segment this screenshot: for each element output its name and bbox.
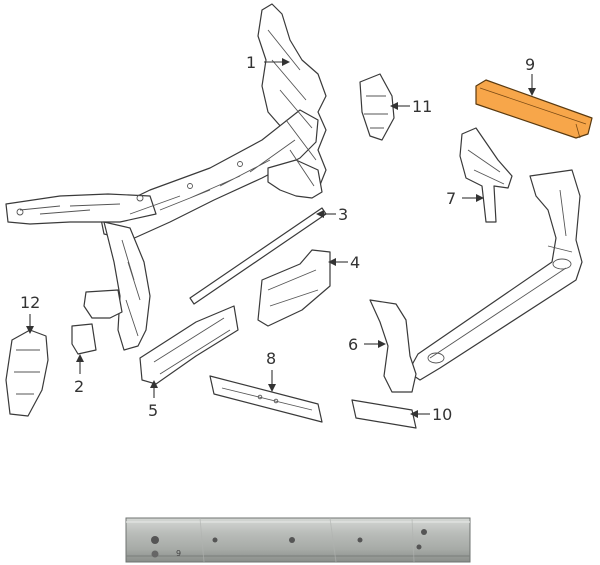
callout-8: 8 bbox=[266, 349, 276, 392]
part-8-bar bbox=[209, 375, 323, 423]
callout-label-10: 10 bbox=[432, 405, 452, 424]
callout-12: 12 bbox=[20, 293, 40, 334]
callout-label-6: 6 bbox=[348, 335, 358, 354]
callout-label-9: 9 bbox=[525, 55, 535, 74]
callout-label-4: 4 bbox=[350, 253, 360, 272]
callout-7: 7 bbox=[446, 189, 484, 208]
part-10-block bbox=[351, 399, 417, 429]
callout-label-5: 5 bbox=[148, 401, 158, 420]
part-12-bracket bbox=[5, 329, 49, 417]
callout-11: 11 bbox=[390, 97, 432, 116]
callout-10: 10 bbox=[410, 405, 452, 424]
bolt-hole bbox=[289, 537, 295, 543]
bolt-hole bbox=[212, 537, 218, 543]
callout-5: 5 bbox=[148, 380, 158, 420]
bolt-hole bbox=[357, 537, 363, 543]
callout-label-12: 12 bbox=[20, 293, 40, 312]
callout-9: 9 bbox=[525, 55, 536, 96]
callout-label-1: 1 bbox=[246, 53, 256, 72]
part-11-bracket bbox=[359, 73, 395, 141]
part-7-bracket bbox=[459, 127, 513, 223]
callout-label-2: 2 bbox=[74, 377, 84, 396]
callout-2: 2 bbox=[74, 354, 84, 396]
callout-1: 1 bbox=[246, 53, 290, 72]
part-9-upper-crossmember-highlighted bbox=[475, 79, 593, 139]
callout-label-7: 7 bbox=[446, 189, 456, 208]
part-2-clip bbox=[71, 323, 97, 355]
callout-6: 6 bbox=[348, 335, 386, 354]
part-4-bracket bbox=[257, 249, 331, 327]
photo-part-mark: 9 bbox=[176, 549, 181, 558]
part-1-front-end-carrier bbox=[5, 3, 327, 351]
callout-label-8: 8 bbox=[266, 349, 276, 368]
bolt-hole bbox=[151, 550, 159, 558]
part-6-lower-crossmember bbox=[369, 169, 583, 393]
bolt-hole bbox=[151, 536, 159, 544]
callout-3: 3 bbox=[316, 205, 348, 224]
callout-4: 4 bbox=[328, 253, 360, 272]
bolt-hole bbox=[416, 544, 422, 550]
part-5-lower-bracket bbox=[139, 305, 239, 385]
part-photo: 9 bbox=[125, 517, 471, 563]
bolt-hole bbox=[421, 529, 427, 535]
callout-label-3: 3 bbox=[338, 205, 348, 224]
callout-label-11: 11 bbox=[412, 97, 432, 116]
